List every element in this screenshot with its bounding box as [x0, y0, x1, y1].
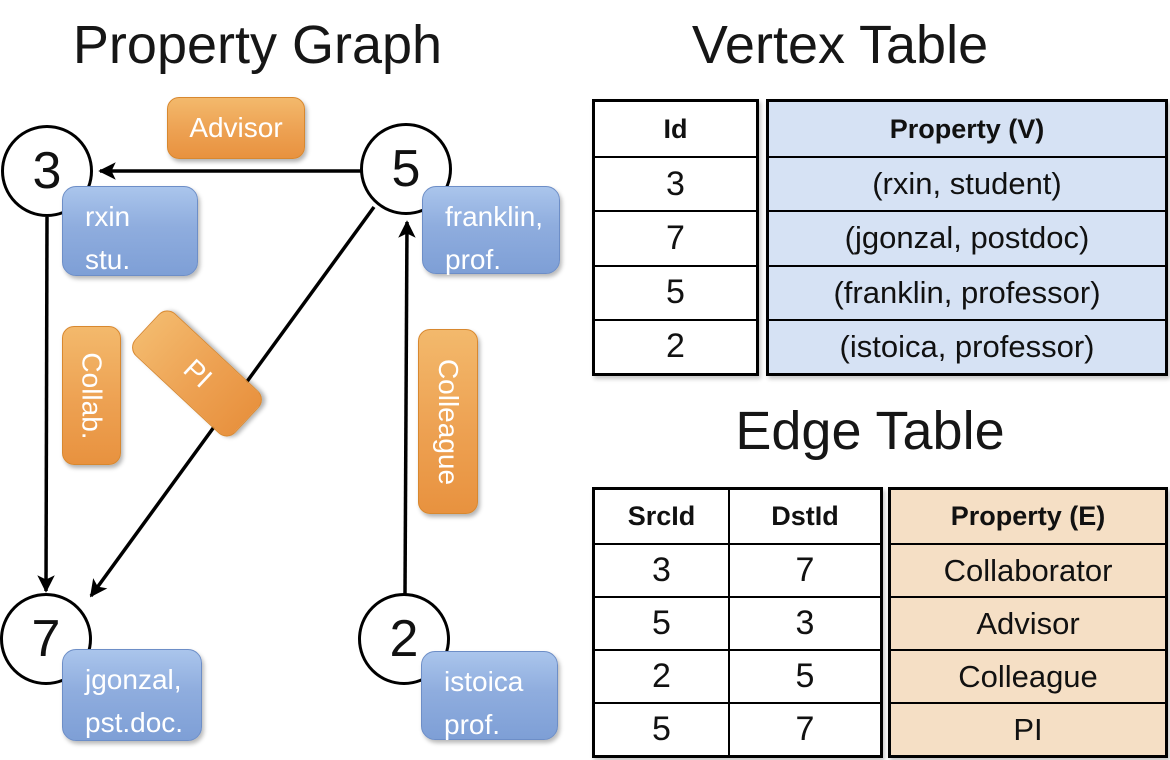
table-cell: 3	[728, 596, 880, 649]
vertex-table-id-column: Id 3 7 5 2	[592, 99, 759, 376]
vertex-property-line: pst.doc.	[85, 707, 184, 738]
table-cell: (jgonzal, postdoc)	[769, 210, 1165, 264]
vertex-property-box-jgonzal: jgonzal, pst.doc.	[62, 649, 202, 741]
table-cell: 5	[728, 649, 880, 702]
vertex-property-line: istoica	[444, 666, 524, 697]
vertex-property-line: franklin,	[445, 201, 544, 232]
vertex-property-line: stu.	[85, 244, 131, 275]
edge-label-text: Collab.	[76, 351, 108, 440]
vertex-circle-5: 5	[360, 123, 452, 215]
edge-label-text: Advisor	[189, 112, 283, 143]
edge-label-text: PI	[177, 352, 218, 394]
table-cell: 7	[728, 543, 880, 596]
table-cell: 3	[595, 543, 728, 596]
property-graph-title: Property Graph	[72, 15, 443, 75]
table-cell: 3	[595, 156, 756, 210]
table-cell: (rxin, student)	[769, 156, 1165, 210]
vertex-table-title: Vertex Table	[691, 15, 989, 75]
edge-table-property-column: Property (E) Collaborator Advisor Collea…	[888, 487, 1168, 758]
table-cell: PI	[891, 702, 1165, 755]
vertex-property-box-istoica: istoica prof.	[421, 651, 558, 740]
edge-table-header-dstid: DstId	[728, 490, 880, 543]
table-cell: 7	[595, 210, 756, 264]
vertex-property-line: prof.	[444, 709, 501, 740]
vertex-id: 3	[32, 142, 62, 200]
edge-label-advisor: Advisor	[167, 97, 305, 159]
vertex-table-header-id: Id	[663, 113, 688, 144]
edge-arrow-3-to-7	[37, 216, 55, 593]
edge-table-title: Edge Table	[735, 401, 1005, 461]
edge-label-colleague: Colleague	[418, 329, 478, 514]
edge-arrow-2-to-5	[398, 220, 416, 595]
table-cell: 7	[728, 702, 880, 755]
table-cell: 5	[595, 596, 728, 649]
edge-label-collab: Collab.	[62, 326, 121, 465]
vertex-id: 5	[391, 140, 421, 198]
edge-table-header-srcid: SrcId	[627, 501, 696, 531]
table-cell: Colleague	[891, 649, 1165, 702]
table-cell: Collaborator	[891, 543, 1165, 596]
table-cell: 2	[595, 318, 756, 373]
edge-label-text: Colleague	[433, 358, 465, 485]
vertex-property-box-rxin: rxin stu.	[62, 186, 198, 276]
vertex-property-line: prof.	[445, 244, 502, 275]
vertex-property-line: jgonzal,	[85, 664, 182, 695]
table-cell: (franklin, professor)	[769, 264, 1165, 319]
table-cell: 2	[595, 649, 728, 702]
vertex-id: 2	[389, 610, 419, 668]
edge-table-src-dst-columns: SrcId DstId 3 7 5 3 2 5 5 7	[592, 487, 883, 758]
table-cell: 5	[595, 264, 756, 319]
table-cell: (istoica, professor)	[769, 318, 1165, 373]
table-cell: 5	[595, 702, 728, 755]
vertex-circle-2: 2	[358, 593, 450, 685]
vertex-id: 7	[31, 610, 61, 668]
vertex-table-header-property: Property (V)	[889, 113, 1045, 144]
table-cell: Advisor	[891, 596, 1165, 649]
edge-table-header-property: Property (E)	[950, 501, 1106, 531]
vertex-property-box-franklin: franklin, prof.	[422, 186, 560, 275]
vertex-table-property-column: Property (V) (rxin, student) (jgonzal, p…	[766, 99, 1168, 376]
vertex-property-line: rxin	[85, 201, 131, 232]
